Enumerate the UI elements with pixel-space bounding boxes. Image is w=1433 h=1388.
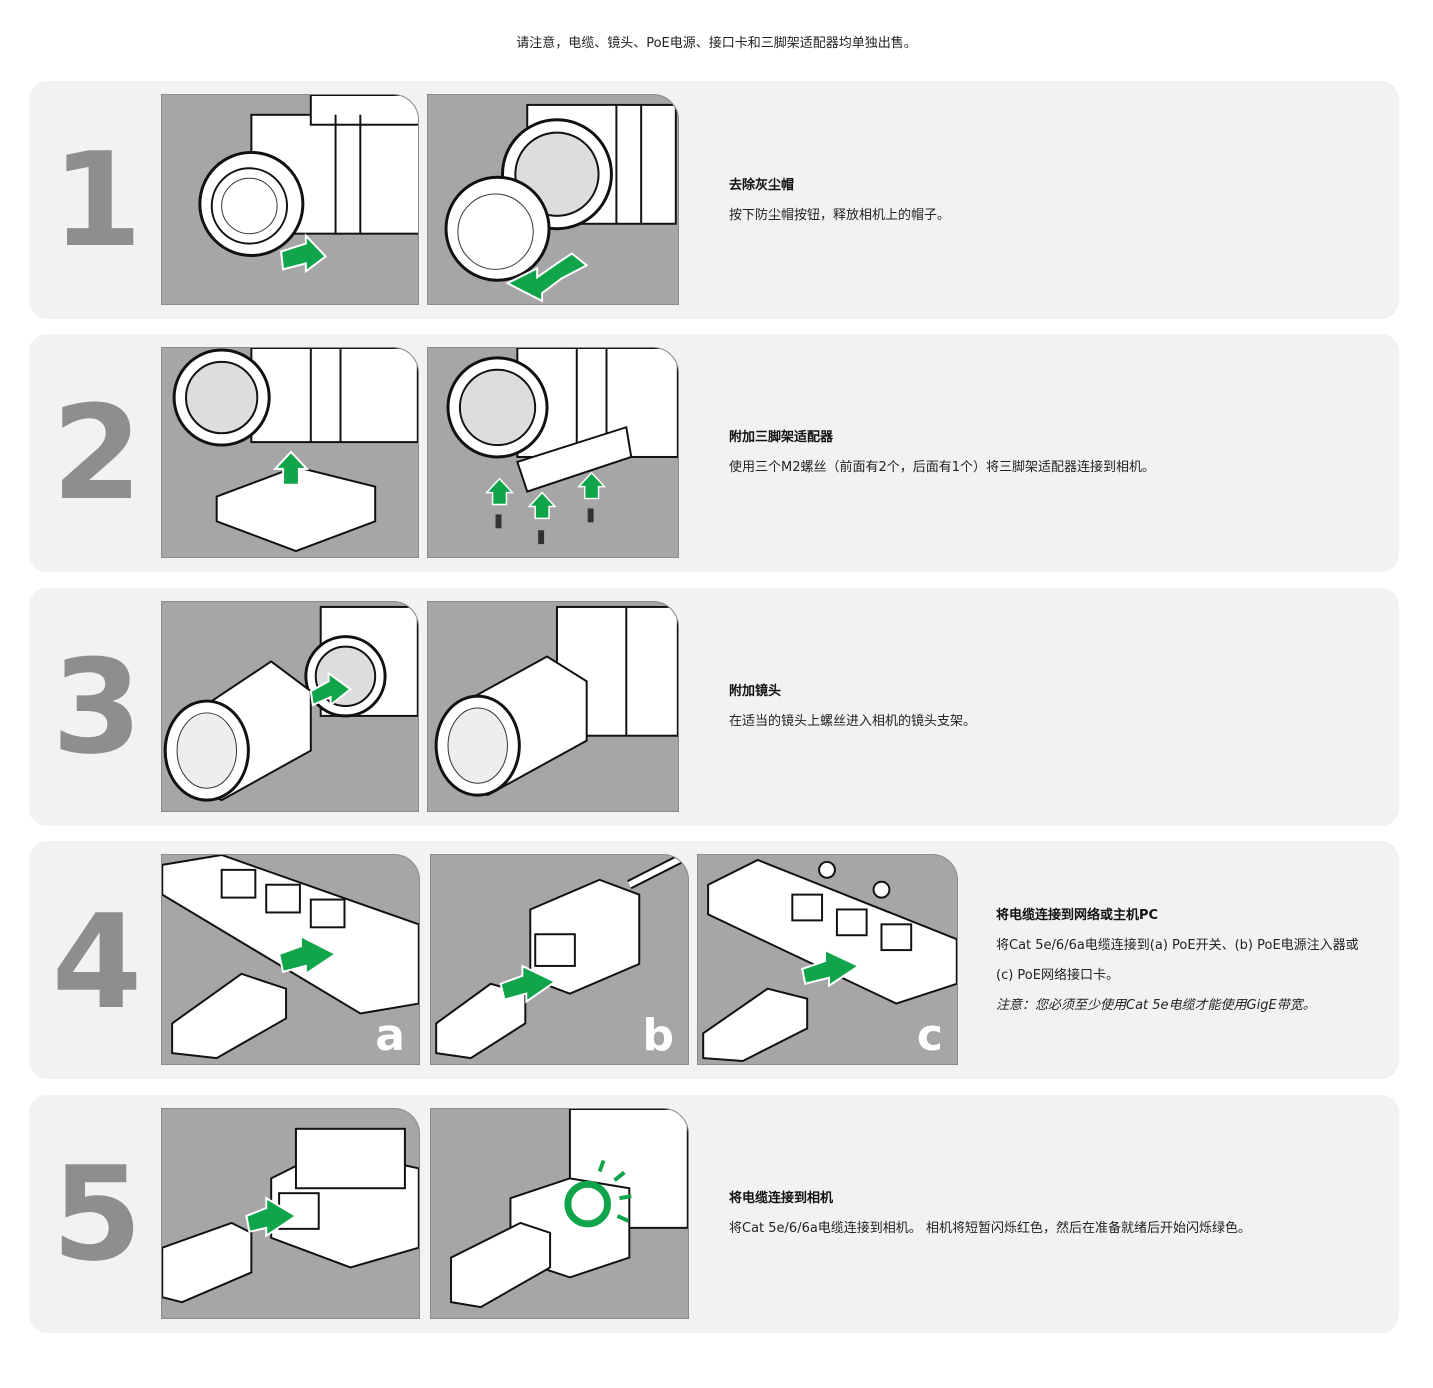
step-description-line-1: 将Cat 5e/6/6a电缆连接到(a) PoE开关、(b) PoE电源注入器或 xyxy=(996,938,1359,953)
poe-switch-illustration: a xyxy=(161,854,420,1065)
step-title: 附加镜头 xyxy=(729,684,782,699)
step-title: 将电缆连接到网络或主机PC xyxy=(996,908,1159,923)
step-number: 2 xyxy=(51,377,142,529)
camera-led-blink-illustration xyxy=(430,1108,689,1319)
panel-label: c xyxy=(916,1010,943,1061)
step-description: 将Cat 5e/6/6a电缆连接到相机。 相机将短暂闪烁红色，然后在准备就绪后开… xyxy=(729,1221,1251,1236)
lens-attached-illustration xyxy=(427,601,679,812)
step-1-card: 1 去除灰尘帽 按下防尘帽按钮，释放相机上的帽子。 xyxy=(29,81,1399,319)
step-number: 4 xyxy=(51,886,142,1038)
step-3-card: 3 附加镜头 在适当的镜头上螺丝进入相机的镜头支架。 xyxy=(29,588,1399,826)
tripod-adapter-screws-illustration xyxy=(427,347,679,558)
step-description: 按下防尘帽按钮，释放相机上的帽子。 xyxy=(729,208,951,223)
camera-dust-cap-remove-illustration xyxy=(427,94,679,305)
step-2-text: 附加三脚架适配器 使用三个M2螺丝（前面有2个，后面有1个）将三脚架适配器连接到… xyxy=(729,423,1155,483)
step-title: 去除灰尘帽 xyxy=(729,178,795,193)
step-description-line-2: (c) PoE网络接口卡。 xyxy=(996,968,1119,983)
step-title: 将电缆连接到相机 xyxy=(729,1191,834,1206)
step-5-card: 5 将电缆连接到相机 将Cat 5e/6/6a电缆连接到相机。 相机将短暂闪烁红… xyxy=(29,1095,1399,1333)
step-title: 附加三脚架适配器 xyxy=(729,430,834,445)
notice-text: 请注意，电缆、镜头、PoE电源、接口卡和三脚架适配器均单独出售。 xyxy=(516,36,917,51)
step-number: 3 xyxy=(51,631,142,783)
step-2-card: 2 附加三脚架适配器 使用三个M2螺丝（前面 xyxy=(29,334,1399,572)
panel-label: a xyxy=(375,1010,405,1061)
step-note: 注意：您必须至少使用Cat 5e电缆才能使用GigE带宽。 xyxy=(996,998,1316,1013)
camera-dust-cap-press-illustration xyxy=(161,94,419,305)
poe-nic-illustration: c xyxy=(697,854,958,1065)
panel-label: b xyxy=(642,1010,675,1061)
step-number: 5 xyxy=(51,1138,142,1290)
step-description: 在适当的镜头上螺丝进入相机的镜头支架。 xyxy=(729,714,977,729)
step-3-text: 附加镜头 在适当的镜头上螺丝进入相机的镜头支架。 xyxy=(729,677,976,737)
step-1-text: 去除灰尘帽 按下防尘帽按钮，释放相机上的帽子。 xyxy=(729,171,950,231)
tripod-adapter-align-illustration xyxy=(161,347,419,558)
step-4-text: 将电缆连接到网络或主机PC 将Cat 5e/6/6a电缆连接到(a) PoE开关… xyxy=(996,901,1359,1021)
camera-cable-connect-illustration xyxy=(161,1108,420,1319)
step-5-text: 将电缆连接到相机 将Cat 5e/6/6a电缆连接到相机。 相机将短暂闪烁红色，… xyxy=(729,1184,1251,1244)
step-description: 使用三个M2螺丝（前面有2个，后面有1个）将三脚架适配器连接到相机。 xyxy=(729,460,1156,475)
poe-injector-illustration: b xyxy=(430,854,689,1065)
step-4-card: 4 a b xyxy=(29,841,1399,1079)
lens-align-illustration xyxy=(161,601,419,812)
step-number: 1 xyxy=(51,124,142,276)
